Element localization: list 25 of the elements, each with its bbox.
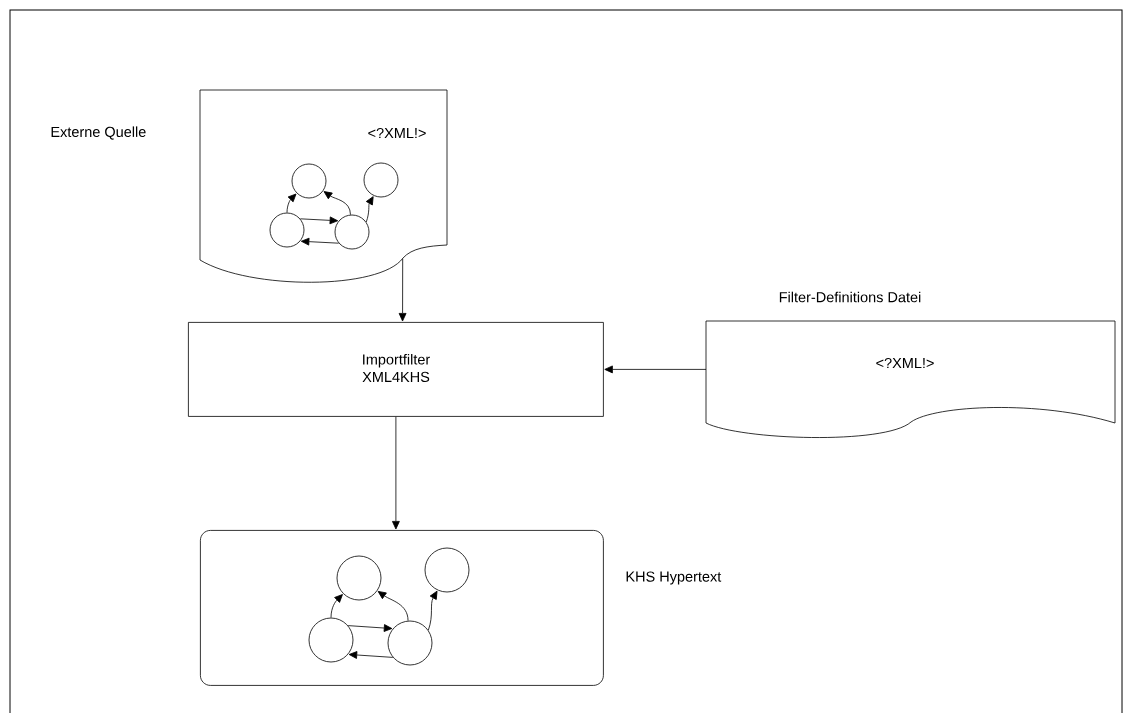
circle: [363, 162, 399, 198]
node-caption: KHS Hypertext: [626, 571, 722, 585]
circle: [387, 620, 433, 666]
arrow: [398, 258, 407, 322]
circle: [308, 617, 354, 663]
arrow: [299, 216, 339, 225]
arrow: [348, 651, 394, 659]
circle: [336, 555, 382, 601]
arrow: [365, 196, 374, 223]
circle: [334, 214, 370, 250]
arrow: [427, 590, 438, 631]
arrow: [323, 191, 351, 216]
arrow: [392, 416, 400, 530]
node-caption: Filter-Definitions Datei: [779, 291, 921, 303]
process-box: Importfilter XML4KHS: [188, 322, 604, 417]
circle: [424, 547, 470, 593]
arrow: [377, 591, 409, 622]
node-caption: Externe Quelle: [51, 126, 146, 140]
arrow: [347, 624, 393, 632]
arrow: [604, 365, 707, 374]
arrow: [286, 193, 297, 213]
arrow: [330, 594, 343, 618]
circle: [291, 163, 327, 199]
circle: [269, 212, 305, 248]
arrow: [300, 237, 340, 246]
